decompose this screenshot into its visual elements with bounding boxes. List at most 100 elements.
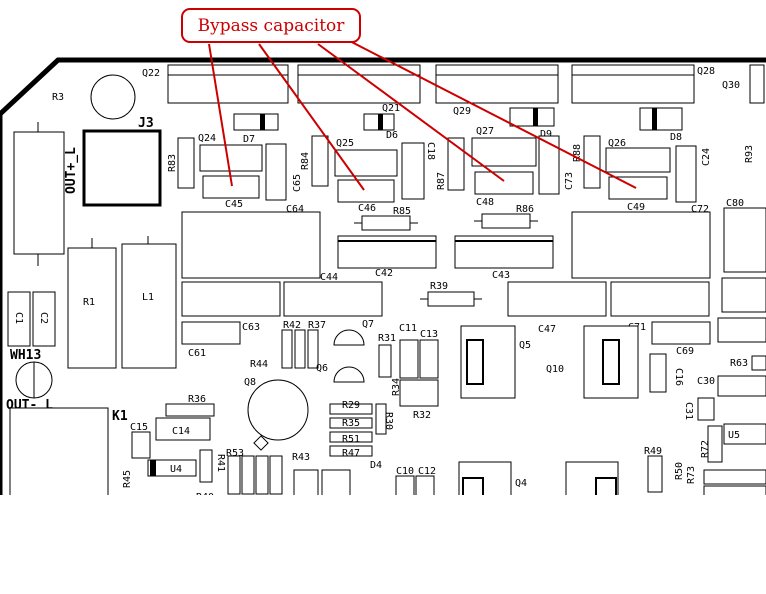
label-r47: R47 bbox=[342, 448, 360, 459]
label-q6: Q6 bbox=[316, 363, 328, 374]
label-r50: R50 bbox=[674, 462, 685, 480]
label-c2: C2 bbox=[38, 312, 49, 324]
transistor-q30-body bbox=[749, 64, 765, 104]
label-j3: J3 bbox=[138, 116, 154, 131]
capacitor-c31 bbox=[697, 397, 715, 421]
capacitor-c10 bbox=[395, 475, 415, 499]
resistor-r47 bbox=[329, 445, 373, 457]
capacitor-c46 bbox=[337, 179, 395, 203]
capacitor-c80-left bbox=[571, 211, 711, 279]
label-r73: R73 bbox=[686, 466, 697, 484]
label-c48: C48 bbox=[476, 197, 494, 208]
callout-box bbox=[181, 8, 361, 43]
relay-k1 bbox=[9, 407, 109, 499]
label-q7: Q7 bbox=[362, 319, 374, 330]
label-r51: R51 bbox=[342, 434, 360, 445]
transistor-q7 bbox=[333, 329, 365, 346]
label-c30: C30 bbox=[697, 376, 715, 387]
label-q28: Q28 bbox=[697, 66, 715, 77]
leader-to-c46 bbox=[258, 43, 365, 191]
label-r43: R43 bbox=[292, 452, 310, 463]
label-c49: C49 bbox=[627, 202, 645, 213]
capacitor-c47 bbox=[507, 281, 607, 317]
label-r86: R86 bbox=[516, 204, 534, 215]
label-r49: R49 bbox=[644, 446, 662, 457]
transistor-q9-tab bbox=[595, 477, 617, 497]
label-c63: C63 bbox=[242, 322, 260, 333]
connector-j3 bbox=[82, 129, 162, 207]
resistor-r37 bbox=[294, 329, 306, 369]
capacitor-c73 bbox=[538, 135, 560, 195]
capacitor-c80 bbox=[723, 207, 766, 273]
diode-d8-band bbox=[652, 108, 657, 130]
label-r32: R32 bbox=[413, 410, 431, 421]
resistor-r43-a bbox=[255, 455, 269, 495]
transistor-q8 bbox=[247, 379, 309, 441]
label-c18: C18 bbox=[425, 142, 436, 160]
label-r88: R88 bbox=[572, 144, 583, 162]
label-r87: R87 bbox=[436, 172, 447, 190]
capacitor-c71 bbox=[610, 281, 710, 317]
label-c16: C16 bbox=[673, 368, 684, 386]
capacitor-c12 bbox=[415, 475, 435, 499]
transistor-q27 bbox=[471, 137, 537, 167]
resistor-r49 bbox=[647, 455, 663, 493]
label-c65: C65 bbox=[292, 174, 303, 192]
capacitor-c13 bbox=[419, 339, 439, 379]
diode-d7 bbox=[233, 113, 279, 131]
label-r31: R31 bbox=[378, 333, 396, 344]
diode-d8 bbox=[639, 107, 683, 131]
label-c45: C45 bbox=[225, 199, 243, 210]
resistor-r31 bbox=[378, 344, 392, 378]
resistor-r53-b bbox=[241, 455, 255, 495]
leader-to-c48 bbox=[317, 43, 505, 182]
transistor-q21-body bbox=[297, 64, 421, 104]
label-l1: L1 bbox=[142, 292, 154, 303]
resistor-block-bottom bbox=[293, 469, 319, 497]
callout-leaders bbox=[208, 35, 637, 191]
label-q26: Q26 bbox=[608, 138, 626, 149]
label-d6: D6 bbox=[386, 130, 398, 141]
resistor-r30 bbox=[375, 403, 387, 435]
capacitor-c14 bbox=[155, 417, 211, 441]
page-bottom-blank bbox=[0, 495, 766, 594]
label-q10: Q10 bbox=[546, 364, 564, 375]
label-c42: C42 bbox=[375, 268, 393, 279]
label-r39: R39 bbox=[430, 281, 448, 292]
leader-to-c49 bbox=[339, 35, 637, 189]
label-c13: C13 bbox=[420, 329, 438, 340]
diode-d6-band bbox=[378, 114, 383, 130]
ic-u4 bbox=[147, 459, 197, 477]
label-q27: Q27 bbox=[476, 126, 494, 137]
label-q25: Q25 bbox=[336, 138, 354, 149]
label-r42: R42 bbox=[283, 320, 301, 331]
resistor-r1 bbox=[67, 247, 117, 369]
label-u4: U4 bbox=[170, 464, 182, 475]
label-q22: Q22 bbox=[142, 68, 160, 79]
label-r41: R41 bbox=[215, 454, 226, 472]
capacitor-c63-body bbox=[283, 281, 383, 317]
label-r93: R93 bbox=[744, 145, 755, 163]
transistor-q29-body bbox=[435, 64, 559, 104]
label-q5: Q5 bbox=[519, 340, 531, 351]
label-c14: C14 bbox=[172, 426, 190, 437]
transistor-q5-tab bbox=[466, 339, 484, 385]
ic-u5 bbox=[723, 423, 766, 445]
label-q24: Q24 bbox=[198, 133, 216, 144]
label-r29: R29 bbox=[342, 400, 360, 411]
transistor-q8-tab bbox=[253, 435, 269, 451]
leader-to-c45 bbox=[208, 43, 233, 187]
transistor-q26 bbox=[605, 147, 671, 173]
label-c72: C72 bbox=[691, 204, 709, 215]
mounting-hole-r3 bbox=[90, 74, 136, 120]
label-r34: R34 bbox=[391, 378, 402, 396]
resistor-r43-b bbox=[269, 455, 283, 495]
resistor-r85 bbox=[361, 215, 411, 231]
label-d8: D8 bbox=[670, 132, 682, 143]
label-c43: C43 bbox=[492, 270, 510, 281]
capacitor-c2 bbox=[32, 291, 56, 347]
capacitor-c18 bbox=[401, 142, 425, 200]
resistor-r36 bbox=[165, 403, 215, 417]
inductor-l1 bbox=[121, 243, 177, 369]
transistor-q4-tab bbox=[462, 477, 484, 497]
